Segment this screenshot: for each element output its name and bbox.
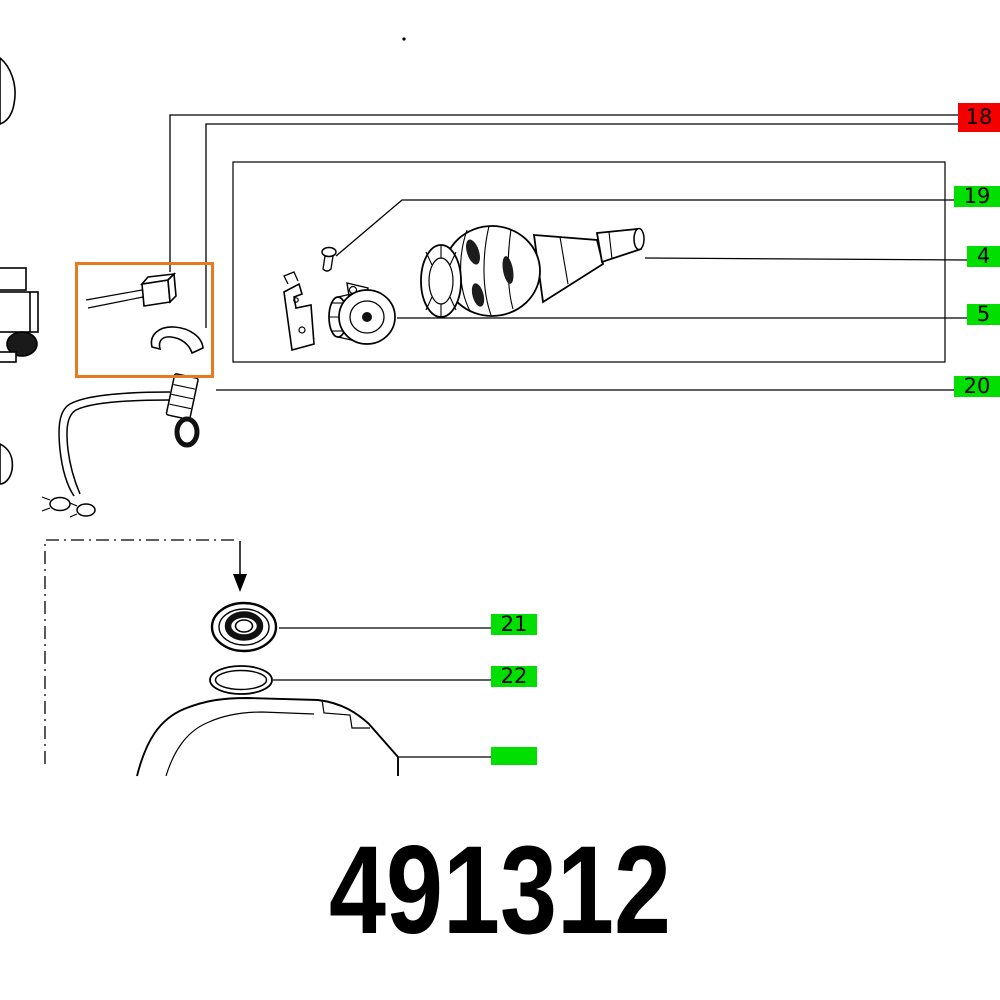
leader-lines (169, 114, 968, 758)
chuck[interactable] (420, 225, 645, 318)
callout-21[interactable]: 21 (491, 614, 537, 635)
carbon-brush[interactable] (85, 272, 177, 309)
edge-fragment-lower (0, 443, 14, 485)
callout-19[interactable]: 19 (954, 186, 1000, 207)
clutch-bracket[interactable] (283, 271, 315, 352)
screw[interactable] (321, 246, 337, 272)
o-ring[interactable] (209, 665, 273, 695)
edge-fragment-motor (0, 267, 39, 363)
wiring-harness[interactable] (41, 373, 200, 518)
callout-18[interactable]: 18 (958, 103, 1000, 132)
insert-arrow (233, 541, 247, 592)
bearing[interactable] (210, 601, 278, 653)
callout-22[interactable]: 22 (491, 666, 537, 687)
edge-fragment-top (0, 56, 16, 125)
part-highlight-box (75, 262, 214, 378)
callout-5[interactable]: 5 (967, 304, 1000, 325)
callout-4[interactable]: 4 (967, 246, 1000, 267)
callout-cut[interactable] (491, 747, 537, 765)
clutch-hub[interactable] (328, 282, 396, 345)
assembly-group-frame (232, 161, 946, 363)
section-boundary-line (44, 539, 238, 764)
page-title-part-number: 491312 (328, 821, 672, 960)
brush-clip[interactable] (150, 326, 204, 355)
gear-housing[interactable] (136, 697, 399, 777)
dot-artifact (402, 37, 406, 41)
callout-20[interactable]: 20 (954, 376, 1000, 397)
